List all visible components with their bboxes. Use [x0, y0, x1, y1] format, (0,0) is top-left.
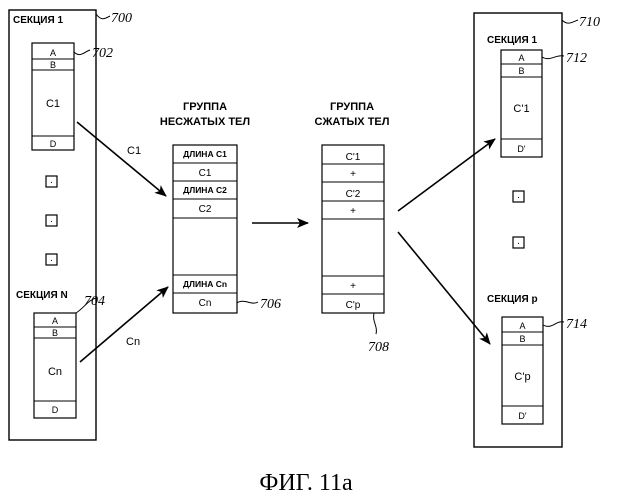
left-sN-row-b: B — [52, 328, 58, 338]
compressed-ref: 708 — [368, 340, 389, 355]
compressed-row-1: C'1 — [346, 152, 361, 163]
left-sN-row-d: D — [52, 405, 59, 415]
uncompressed-row-4: C2 — [199, 204, 212, 215]
right-sectionP-title: СЕКЦИЯ p — [487, 294, 538, 305]
svg-text:·: · — [50, 255, 53, 266]
compressed-row-3: C'2 — [346, 189, 361, 200]
left-panel-ref: 700 — [111, 11, 132, 26]
compressed-row-5: + — [350, 281, 356, 292]
arrow-to-section-1 — [398, 139, 495, 211]
left-sN-row-a: A — [52, 316, 58, 326]
uncompressed-title-1: ГРУППА — [183, 101, 227, 113]
right-section1-title: СЕКЦИЯ 1 — [487, 35, 537, 46]
right-sP-row-d: D' — [518, 411, 526, 421]
uncompressed-row-3: ДЛИНА C2 — [183, 185, 227, 195]
svg-text:·: · — [50, 216, 53, 227]
uncompressed-row-5: ДЛИНА Cn — [183, 279, 227, 289]
left-s1-row-a: A — [50, 48, 56, 58]
right-sP-row-b: B — [519, 334, 525, 344]
compressed-leader — [374, 313, 377, 334]
compressed-title-1: ГРУППА — [330, 101, 374, 113]
arrow-to-section-p — [398, 232, 490, 344]
right-sectionP-leader — [543, 322, 564, 327]
uncompressed-title-2: НЕСЖАТЫХ ТЕЛ — [160, 116, 250, 128]
uncompressed-row-2: C1 — [199, 168, 212, 179]
right-s1-row-b: B — [518, 66, 524, 76]
left-section1-title: СЕКЦИЯ 1 — [13, 15, 63, 26]
right-sP-row-c: C'p — [514, 371, 530, 383]
right-section1-leader — [542, 56, 564, 59]
left-s1-row-c: C1 — [46, 98, 60, 110]
compressed-row-6: C'p — [346, 300, 361, 311]
svg-text:·: · — [517, 192, 520, 203]
right-s1-row-c: C'1 — [513, 103, 529, 115]
left-panel-leader — [96, 14, 110, 19]
right-section1-ref: 712 — [566, 51, 587, 66]
left-s1-row-d: D — [50, 139, 57, 149]
left-sN-row-c: Cn — [48, 366, 62, 378]
arrow-cn-label: Cn — [126, 336, 140, 348]
right-sectionP-ref: 714 — [566, 317, 587, 332]
left-section1-leader — [74, 50, 90, 55]
uncompressed-row-6: Cn — [199, 298, 212, 309]
svg-text:·: · — [517, 238, 520, 249]
right-panel-leader — [562, 20, 578, 23]
compressed-title-2: СЖАТЫХ ТЕЛ — [315, 116, 390, 128]
left-section1-ref: 702 — [92, 46, 113, 61]
svg-text:·: · — [50, 177, 53, 188]
uncompressed-leader — [237, 301, 258, 303]
uncompressed-ref: 706 — [260, 297, 281, 312]
figure-caption: ФИГ. 11а — [259, 470, 353, 496]
uncompressed-row-1: ДЛИНА C1 — [183, 149, 227, 159]
arrow-c1-label: C1 — [127, 145, 141, 157]
left-sectionN-ref: 704 — [84, 294, 105, 309]
left-sectionN-title: СЕКЦИЯ N — [16, 290, 68, 301]
right-s1-row-d: D' — [517, 144, 525, 154]
arrow-c1 — [77, 122, 166, 196]
compressed-row-4: + — [350, 206, 356, 217]
compressed-row-2: + — [350, 169, 356, 180]
right-panel-ref: 710 — [579, 15, 600, 30]
left-s1-row-b: B — [50, 60, 56, 70]
right-sP-row-a: A — [519, 321, 525, 331]
right-s1-row-a: A — [518, 53, 524, 63]
